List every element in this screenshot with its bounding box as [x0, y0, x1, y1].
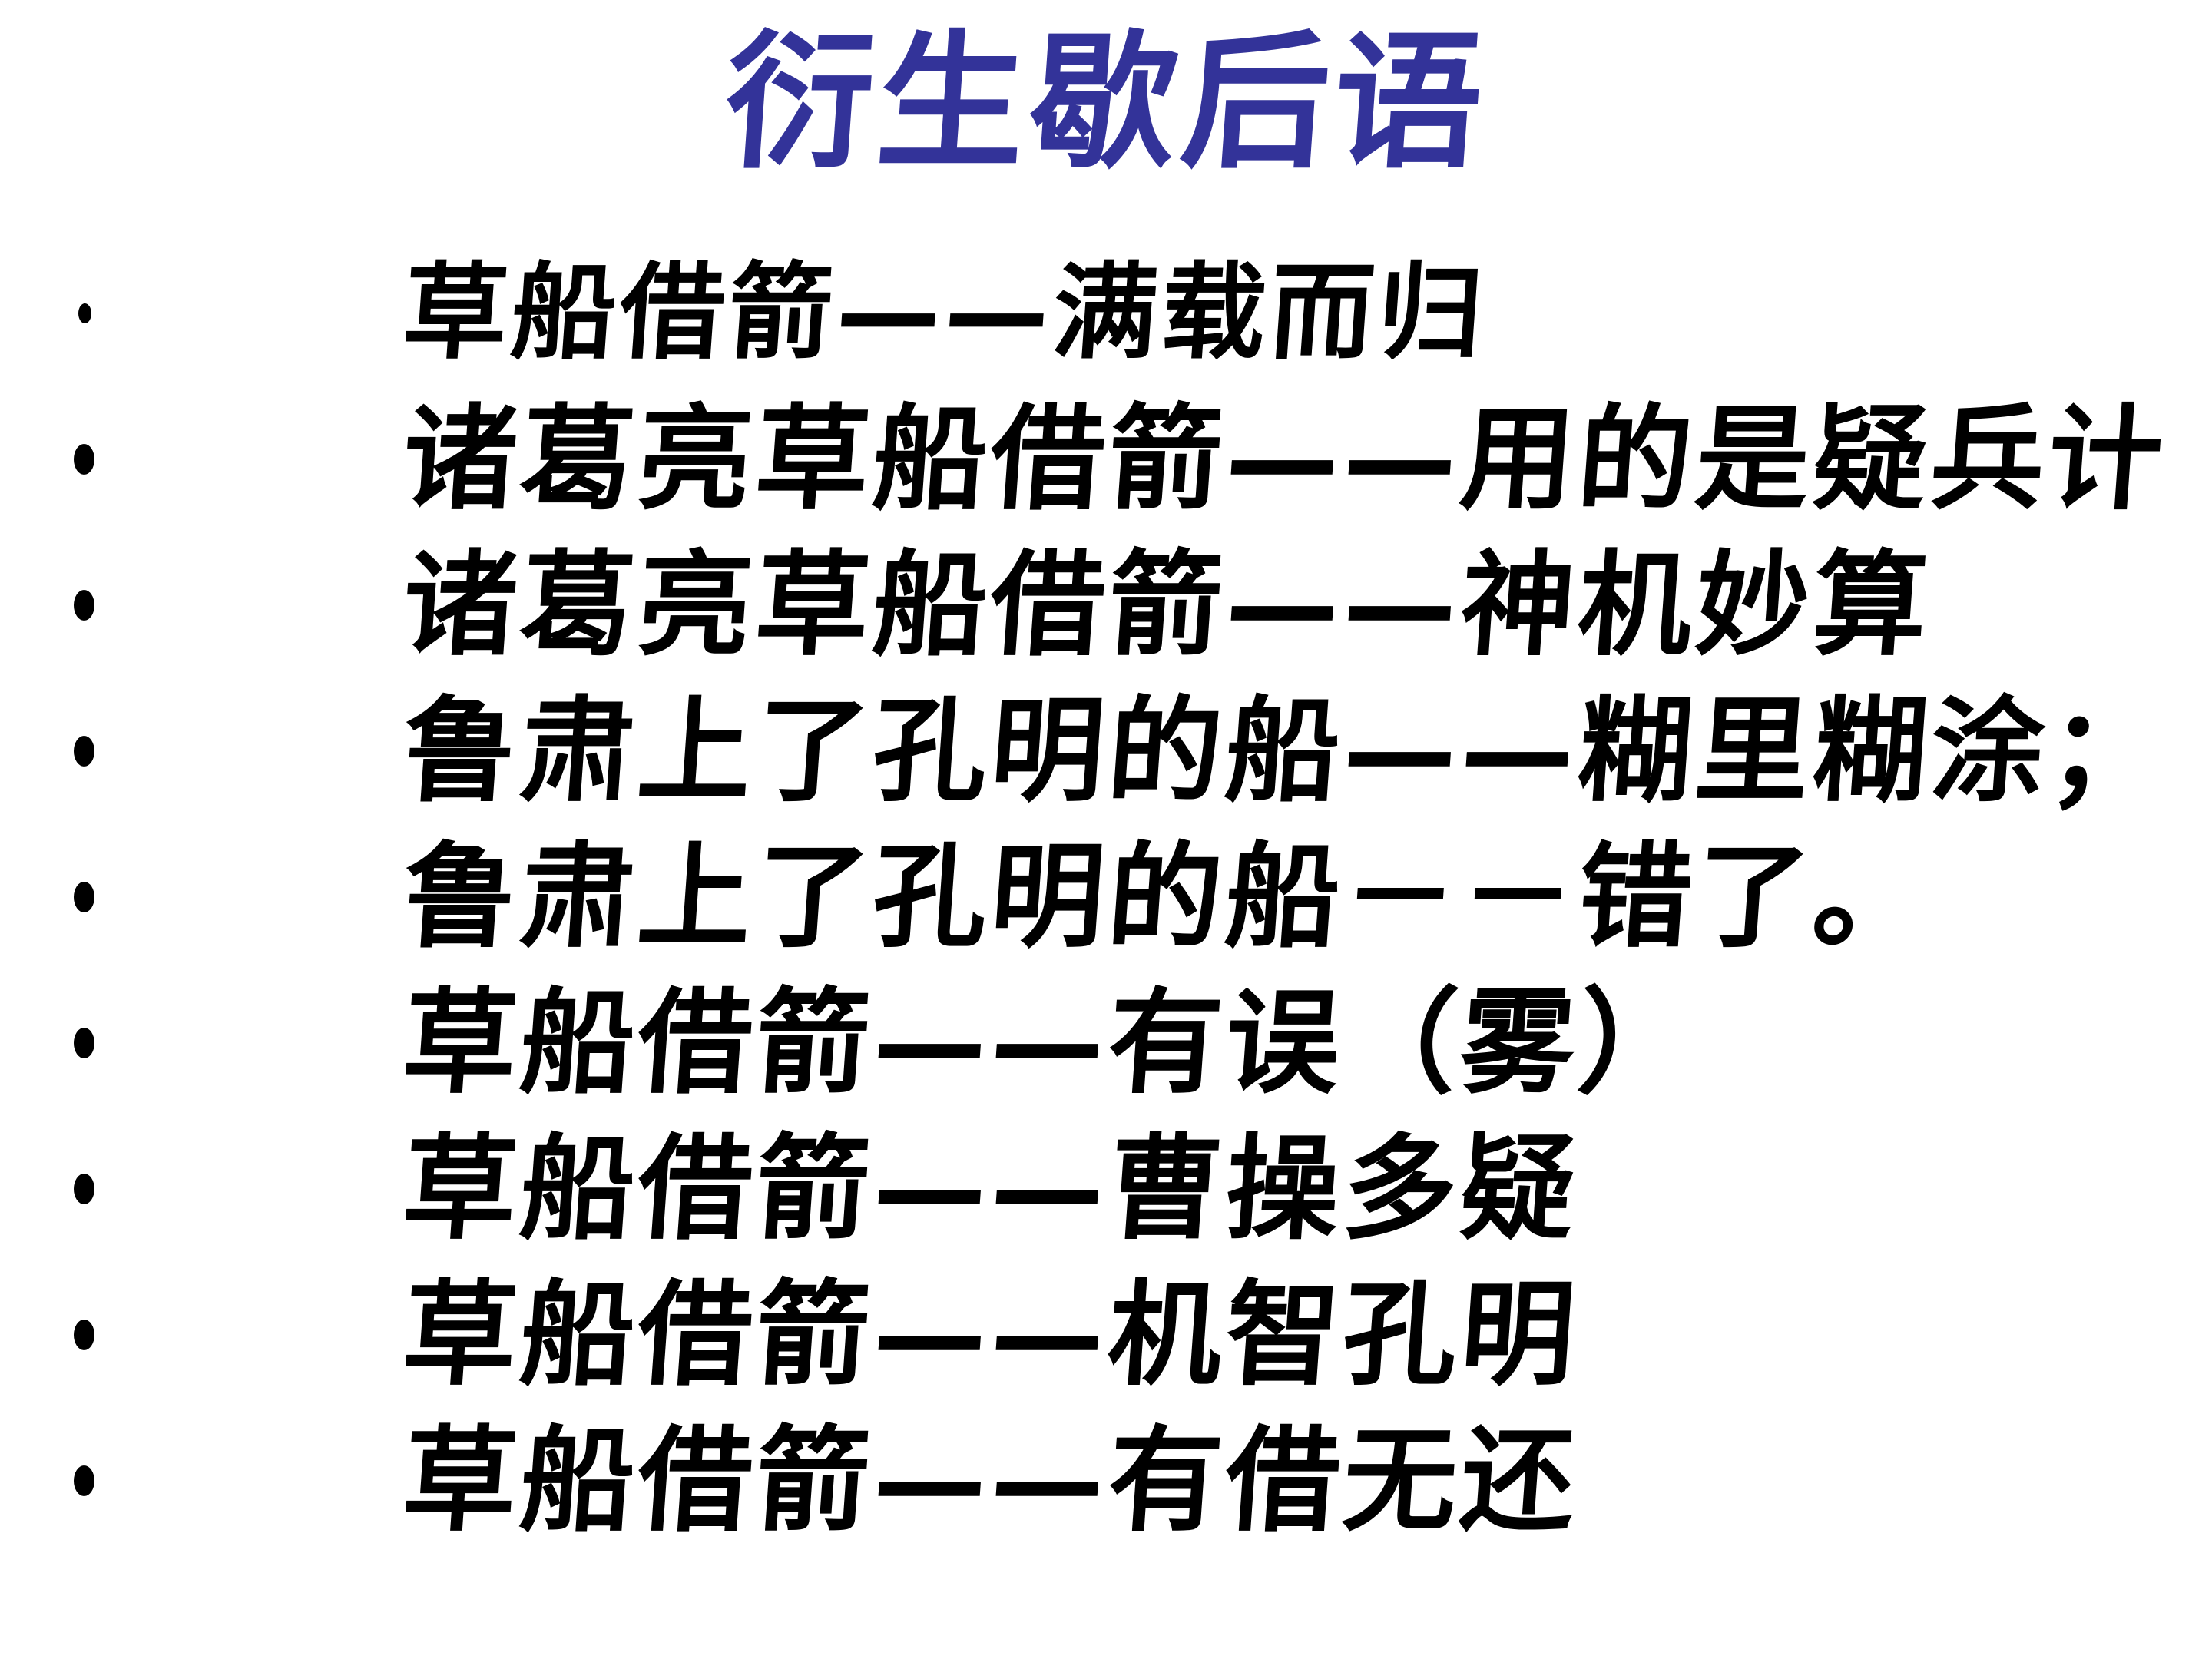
list-item: 鲁肃上了孔明的船——糊里糊涂； — [0, 678, 2212, 824]
bullet-text: 草船借箭——有误（雾） — [398, 977, 1701, 1109]
list-item: 草船借箭——曹操多疑 — [0, 1116, 2212, 1262]
presentation-slide: 衍生歇后语 草船借箭——满载而归 诸葛亮草船借箭——用的是疑兵计 诸葛亮草船借箭… — [0, 18, 2212, 1659]
bullet-text: 鲁肃上了孔明的船——糊里糊涂； — [398, 685, 2171, 817]
bullet-icon — [74, 736, 94, 767]
list-item: 诸葛亮草船借箭——神机妙算 — [0, 532, 2212, 678]
list-item: 草船借箭——有误（雾） — [0, 970, 2212, 1116]
bullet-icon — [74, 1465, 94, 1496]
bullet-text: 诸葛亮草船借箭——用的是疑兵计 — [398, 393, 2171, 525]
list-item: 草船借箭——机智孔明 — [0, 1262, 2212, 1408]
bullet-icon — [74, 1028, 94, 1058]
list-item: 草船借箭——满载而归 — [0, 240, 2212, 386]
bullet-text: 草船借箭——满载而归 — [399, 253, 1491, 374]
list-item: 草船借箭——有借无还 — [0, 1408, 2212, 1554]
bullet-text: 草船借箭——机智孔明 — [398, 1269, 1584, 1401]
bullet-icon — [74, 1320, 94, 1350]
bullet-icon — [78, 303, 91, 323]
bullet-text: 诸葛亮草船借箭——神机妙算 — [398, 539, 1936, 671]
list-item: 鲁肃上了孔明的船－－错了。 — [0, 824, 2212, 970]
bullet-icon — [74, 1174, 94, 1204]
bullet-text: 草船借箭——曹操多疑 — [398, 1123, 1584, 1255]
list-item: 诸葛亮草船借箭——用的是疑兵计 — [0, 386, 2212, 532]
bullet-list: 草船借箭——满载而归 诸葛亮草船借箭——用的是疑兵计 诸葛亮草船借箭——神机妙算… — [0, 240, 2212, 1554]
bullet-text: 草船借箭——有借无还 — [398, 1415, 1584, 1547]
bullet-text: 鲁肃上了孔明的船－－错了。 — [398, 831, 1936, 963]
bullet-icon — [74, 882, 94, 912]
bullet-icon — [74, 590, 94, 621]
slide-title: 衍生歇后语 — [720, 18, 1492, 189]
bullet-icon — [74, 444, 94, 475]
